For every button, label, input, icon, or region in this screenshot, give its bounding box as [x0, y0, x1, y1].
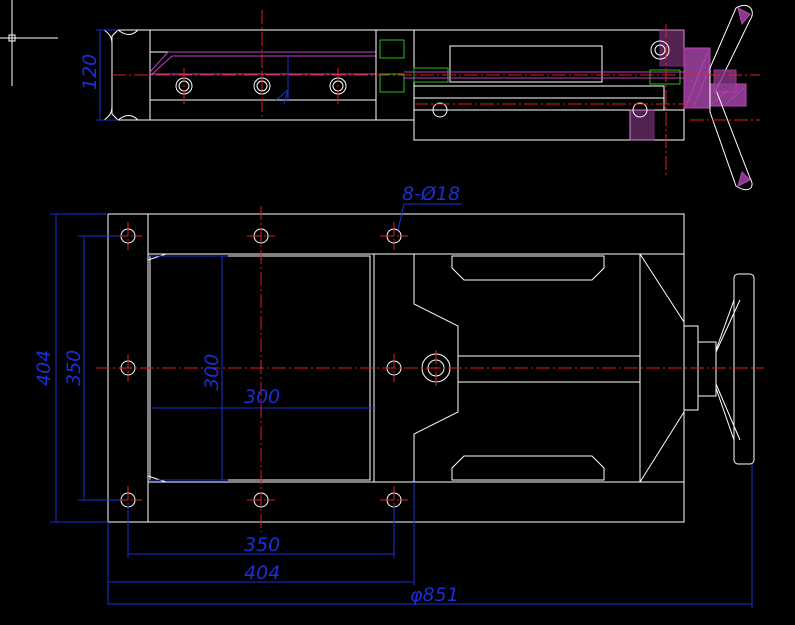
dim-opening-width: 300	[244, 386, 280, 408]
dim-opening-height: 300	[201, 354, 223, 390]
dim-handwheel-span: φ851	[410, 584, 459, 606]
dim-overall-width: 404	[244, 562, 280, 584]
slot-upper	[451, 255, 605, 281]
hole-callout: 8-Ø18	[402, 183, 460, 205]
plan-view	[96, 206, 764, 532]
top-view: 120	[79, 4, 760, 191]
dim-hole-span-horizontal: 350	[244, 534, 280, 556]
crosshair-cursor	[0, 0, 58, 86]
slot-lower	[451, 455, 605, 481]
section-hatching	[685, 51, 745, 107]
dim-overall-height: 404	[33, 350, 55, 386]
plan-dimensions: 8-Ø18 404 350 300 300 350 404 φ851	[33, 183, 753, 608]
bonnet-frame	[374, 253, 459, 483]
dim-top-height: 120	[79, 54, 101, 90]
handwheel-top-view[interactable]	[709, 4, 753, 191]
handwheel-side-view[interactable]	[715, 273, 755, 465]
dim-hole-span-vertical: 350	[63, 350, 85, 386]
